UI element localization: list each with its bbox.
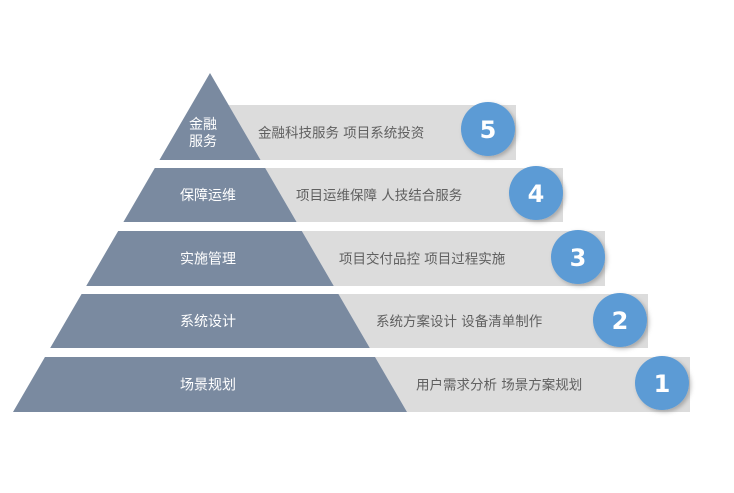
tier-2-number: 2	[612, 307, 629, 335]
tier-3-description: 项目交付品控 项目过程实施	[339, 251, 506, 268]
tier-5-band	[228, 105, 516, 160]
tier-1-badge	[635, 356, 689, 410]
tier-2-badge	[593, 293, 647, 347]
tier-4-badge	[509, 166, 563, 220]
tier-1-number: 1	[654, 370, 671, 398]
tier-3-band	[301, 231, 605, 286]
tier-2-band	[338, 294, 648, 348]
tier-4-segment	[123, 168, 297, 222]
tier-5-badge	[461, 102, 515, 156]
tier-4-band	[265, 168, 563, 222]
tier-1-segment	[13, 357, 407, 412]
tier-3-number: 3	[570, 244, 587, 272]
tier-4-label-line-1: 保障运维	[180, 188, 236, 204]
tier-2-label-line-1: 系统设计	[180, 314, 236, 330]
tier-4-number: 4	[528, 180, 545, 208]
tier-2-segment	[50, 294, 370, 348]
tier-3-segment	[86, 231, 334, 286]
tier-5-label-line-2: 服务	[189, 134, 217, 150]
tier-1-label-line-1: 场景规划	[180, 378, 236, 394]
tier-3-badge	[551, 230, 605, 284]
tier-5-number: 5	[480, 116, 497, 144]
tier-5-label-line-1: 金融	[189, 117, 217, 133]
tier-3-label-line-1: 实施管理	[180, 252, 236, 268]
tier-5-segment	[159, 73, 261, 160]
tier-1-band	[375, 357, 690, 412]
tier-1-description: 用户需求分析 场景方案规划	[416, 377, 582, 394]
tier-4-description: 项目运维保障 人技结合服务	[296, 188, 462, 204]
tier-5-description: 金融科技服务 项目系统投资	[258, 126, 424, 142]
tier-2-description: 系统方案设计 设备清单制作	[376, 313, 542, 330]
